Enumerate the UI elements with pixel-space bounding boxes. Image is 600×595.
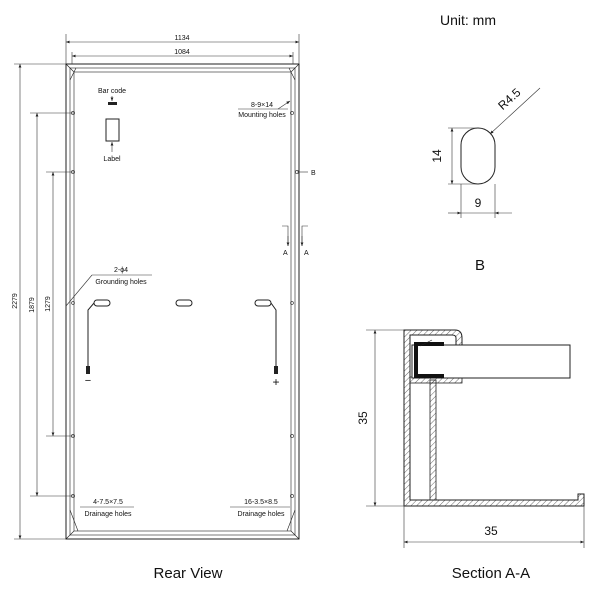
drainage-stroke [69,509,79,532]
junction-box-right [254,299,272,307]
junction-box-center [175,299,193,307]
corner-bevel [290,63,300,73]
detail-height-label: 14 [430,149,444,163]
label-label: Label [103,156,121,163]
section-marker-a-right: A [304,250,309,257]
connector-positive [274,366,278,374]
glass-laminate [411,344,571,379]
mounting-hole [71,170,75,174]
bar-code-label: Bar code [98,88,126,95]
panel-frame-inner-edge-2 [73,71,292,532]
drainage-left-label: Drainage holes [84,511,132,518]
section-aa: 35 35 Section A-A [356,329,585,582]
detail-width-label: 9 [475,196,482,210]
mounting-hole [71,434,75,438]
drainage-right-label: Drainage holes [237,511,285,518]
section-aa-caption: Section A-A [452,565,530,582]
mounting-hole [290,434,294,438]
bar-code-icon [108,102,117,105]
label-box [105,118,120,142]
corner-bevel [65,530,75,540]
mounting-hole [71,111,75,115]
mounting-holes-arrow [277,100,291,110]
dim-height-1879: 1879 [29,297,36,313]
corner-bevel [65,63,75,73]
radius-label: R4.5 [495,85,523,113]
grounding-hole [71,301,75,305]
drainage-right-spec: 16-3.5×8.5 [244,499,278,506]
unit-label: Unit: mm [440,12,496,28]
slot-hole-outline [460,127,496,185]
rear-view-caption: Rear View [154,565,223,582]
sealant-lip [419,339,433,347]
cable-positive [270,302,277,366]
grounding-holes-label: Grounding holes [95,279,147,286]
detail-b: 14 9 R4.5 B [430,85,541,274]
mounting-hole [290,494,294,498]
frame-stroke [288,67,296,81]
detail-marker-b: B [311,170,316,177]
cable-negative [87,302,95,366]
corner-bevel [290,530,300,540]
dim-width-outer: 1134 [174,35,189,42]
mounting-hole [71,494,75,498]
drainage-left-spec: 4-7.5×7.5 [93,499,123,506]
dim-height-1279: 1279 [45,296,52,312]
negative-terminal-sign: − [85,375,91,387]
panel-outer-frame [65,63,300,540]
sealant [414,342,444,378]
radius-leader [489,87,541,135]
section-marker-a-left: A [283,250,288,257]
dim-height-total: 2279 [12,293,19,309]
panel-frame-inner-edge [69,67,296,536]
mounting-hole [290,111,294,115]
frame-stroke [69,67,77,81]
section-cut-line-left [282,225,289,246]
section-width-label: 35 [484,524,498,538]
grounding-holes-leader-diag [65,274,93,307]
connector-negative [86,366,90,374]
drainage-stroke [286,509,296,532]
detail-b-caption: B [475,257,485,274]
dim-width-inner: 1084 [174,49,190,56]
mounting-holes-label: Mounting holes [238,112,286,119]
junction-box-left [93,299,111,307]
positive-terminal-sign: + [272,375,279,389]
mounting-holes-spec: 8-9×14 [251,102,273,109]
section-cut-line-right [301,225,308,246]
rear-view: 1134 1084 2279 1879 1279 B [12,34,316,582]
section-height-label: 35 [356,411,370,425]
frame-profile-outer-wall [403,329,585,507]
frame-profile-inner-wall [429,379,437,501]
grounding-hole [290,301,294,305]
grounding-holes-spec: 2-ϕ4 [114,267,128,274]
